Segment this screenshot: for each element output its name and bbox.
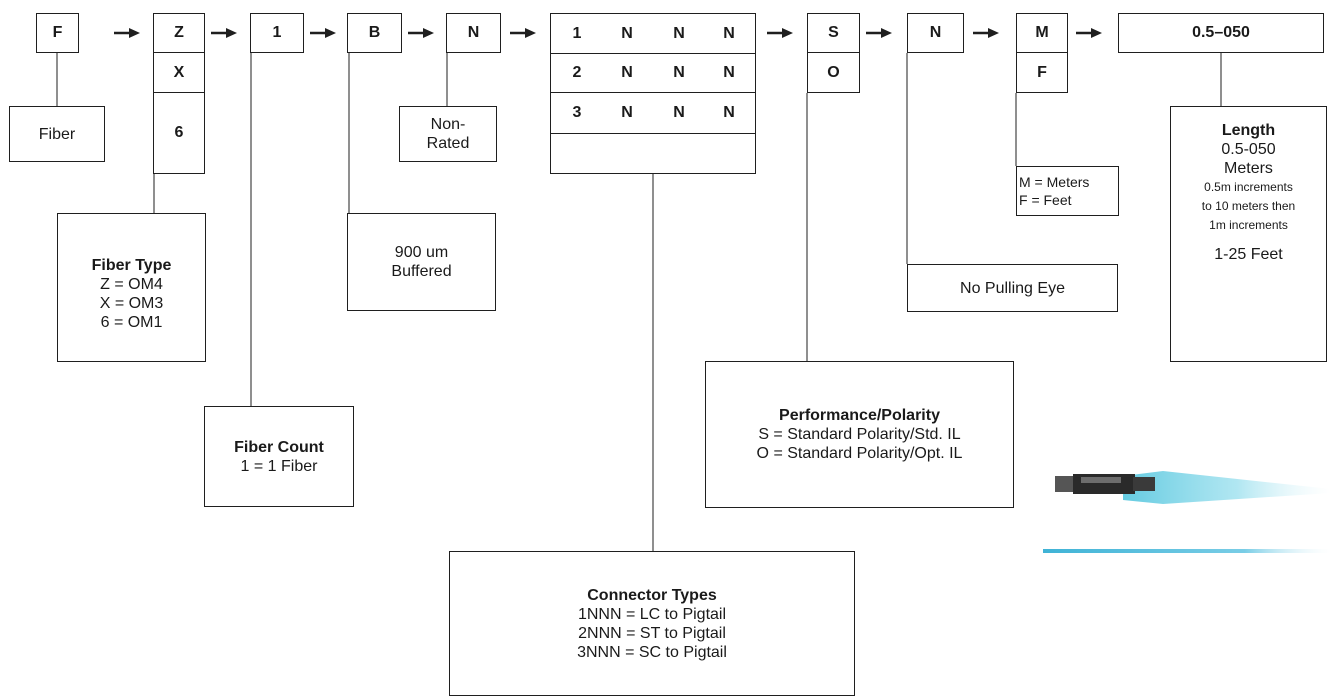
arrow-right-icon — [310, 28, 336, 38]
label-units: M = Meters F = Feet — [1016, 166, 1119, 216]
arrow-right-icon — [510, 28, 536, 38]
fiber-type-legend: Fiber Type Z = OM4 X = OM3 6 = OM1 — [57, 213, 206, 362]
label-fiber: Fiber — [9, 106, 105, 162]
legend-title: Length — [1221, 122, 1276, 139]
arrow-right-icon — [767, 28, 793, 38]
legend-title: Fiber Count — [234, 438, 324, 456]
code-polarity-o: O — [807, 52, 860, 93]
connector-code-cell: N — [621, 104, 633, 121]
code-fiber-count: 1 — [250, 13, 304, 53]
code-fiber-type-6: 6 — [153, 92, 205, 174]
connector-code-grid: 1 N N N 2 N N N 3 N N N — [550, 13, 756, 174]
arrow-right-icon — [211, 28, 237, 38]
arrow-right-icon — [114, 28, 140, 38]
connector-code-cell: 3 — [572, 104, 582, 121]
connector-types-legend: Connector Types 1NNN = LC to Pigtail 2NN… — [449, 551, 855, 696]
arrow-right-icon — [1076, 28, 1102, 38]
code-fiber-type-z: Z — [153, 13, 205, 53]
code-unit-m: M — [1016, 13, 1068, 53]
arrow-right-icon — [866, 28, 892, 38]
connector-code-cell: N — [621, 64, 633, 81]
connector-code-cell: N — [723, 104, 735, 121]
legend-title: Fiber Type — [91, 256, 172, 274]
connector-code-cell: 1 — [572, 25, 582, 42]
connector-code-cell: N — [723, 25, 735, 42]
code-length: 0.5–050 — [1118, 13, 1324, 53]
code-buffer: B — [347, 13, 402, 53]
code-polarity-s: S — [807, 13, 860, 53]
connector-code-cell: N — [723, 64, 735, 81]
connector-code-cell: 2 — [572, 64, 582, 81]
length-legend: Length 0.5-050 Meters 0.5m increments to… — [1170, 106, 1327, 362]
code-unit-f: F — [1016, 52, 1068, 93]
arrow-right-icon — [973, 28, 999, 38]
connector-code-cell: N — [673, 64, 685, 81]
connector-code-cell: N — [673, 104, 685, 121]
label-non-rated: Non-Rated — [399, 106, 497, 162]
code-pulling-eye: N — [907, 13, 964, 53]
arrow-right-icon — [408, 28, 434, 38]
fiber-count-legend: Fiber Count 1 = 1 Fiber — [204, 406, 354, 507]
performance-polarity-legend: Performance/Polarity S = Standard Polari… — [705, 361, 1014, 508]
legend-title: Connector Types — [587, 586, 717, 604]
code-fiber: F — [36, 13, 79, 53]
connector-code-cell: N — [673, 25, 685, 42]
fiber-connector-image — [1043, 462, 1331, 582]
code-fiber-type-x: X — [153, 52, 205, 93]
legend-title: Performance/Polarity — [779, 407, 940, 424]
label-no-pulling-eye: No Pulling Eye — [907, 264, 1118, 312]
connector-code-cell: N — [621, 25, 633, 42]
code-rating: N — [446, 13, 501, 53]
